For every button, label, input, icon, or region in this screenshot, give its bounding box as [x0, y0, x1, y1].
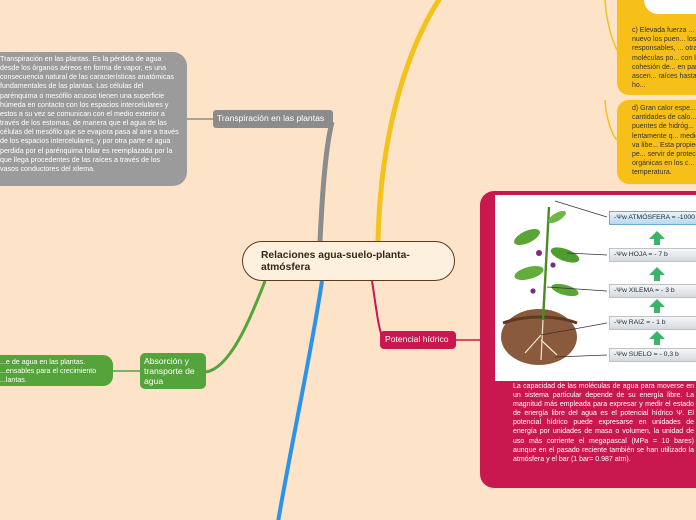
absorcion-note-text: ...e de agua en las plantas. ...ensables… [0, 358, 96, 384]
branch-green [206, 281, 265, 372]
propiedad-c-text: c) Elevada fuerza ... De nuevo los puen.… [632, 27, 696, 89]
branch-blue [278, 281, 322, 520]
up-arrow-icon [649, 331, 665, 345]
link-yellow-d [605, 100, 617, 140]
absorcion-note[interactable]: ...e de agua en las plantas. ...ensables… [0, 355, 113, 386]
topic-transpiracion[interactable]: Transpiración en las plantas [213, 110, 333, 128]
plant-stem [543, 207, 549, 320]
topic-potencial-label: Potencial hídrico [385, 334, 449, 344]
up-arrow-icon [649, 231, 665, 245]
central-topic-title: Relaciones agua-suelo-planta-atmósfera [261, 250, 410, 273]
propiedad-d-text: d) Gran calor espe... cantidades de calo… [632, 105, 696, 176]
transpiracion-note[interactable]: Transpiración en las plantas. Es la pérd… [0, 52, 187, 186]
leaf [550, 282, 580, 299]
propiedad-c-note[interactable]: c) Elevada fuerza ... De nuevo los puen.… [617, 0, 696, 95]
topic-absorcion-label: Absorción y transporte de agua [144, 356, 195, 386]
central-topic[interactable]: Relaciones agua-suelo-planta-atmósfera [242, 241, 455, 281]
propiedad-c-image [644, 0, 696, 14]
link-yellow-c [605, 0, 617, 50]
branch-yellow [378, 0, 440, 241]
berry [536, 250, 542, 256]
leaf [513, 263, 545, 282]
leaf [512, 226, 542, 249]
up-arrow-icon [649, 299, 665, 313]
berry [530, 288, 535, 293]
label-suelo: -Ψw SUELO = - 0,3 b [609, 348, 696, 362]
potencial-note-text: La capacidad de las moléculas de agua pa… [513, 382, 694, 464]
label-atmosfera: -Ψw ATMÓSFERA = -1000 [609, 211, 696, 225]
topic-transpiracion-label: Transpiración en las plantas [217, 113, 324, 123]
label-hoja: -Ψw HOJA = - 7 b [609, 248, 696, 262]
propiedad-d-note[interactable]: d) Gran calor espe... cantidades de calo… [617, 100, 696, 184]
berry [550, 262, 555, 267]
topic-potencial-hidrico[interactable]: Potencial hídrico [380, 331, 456, 349]
label-raiz: -Ψw RAIZ = - 1 b [609, 316, 696, 330]
up-arrow-icon [649, 267, 665, 281]
topic-absorcion[interactable]: Absorción y transporte de agua [140, 353, 206, 389]
branch-gray [320, 122, 332, 241]
transpiracion-note-text: Transpiración en las plantas. Es la pérd… [0, 55, 179, 173]
label-xilema: -Ψw XILEMA = - 3 b [609, 284, 696, 298]
